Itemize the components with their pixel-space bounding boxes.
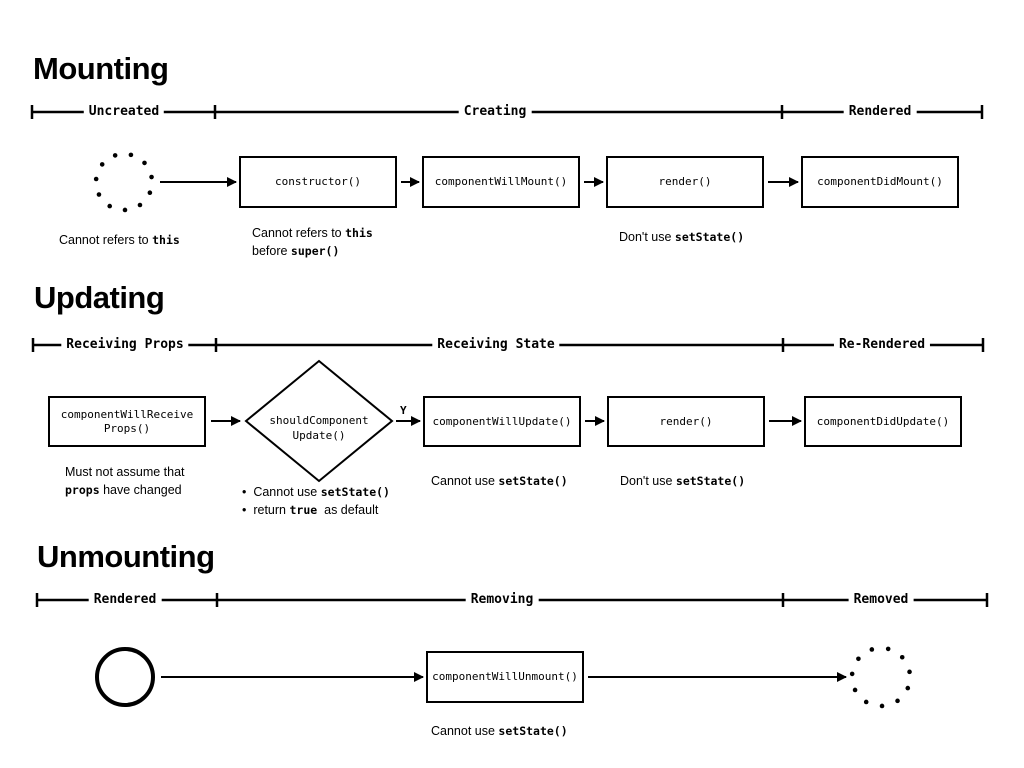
dot — [905, 685, 911, 691]
removed-dotted-circle-icon — [849, 646, 912, 709]
dot — [93, 176, 99, 182]
should-update-note-1: • Cannot use setState() — [242, 485, 390, 499]
dot — [852, 687, 858, 693]
constructor-box: constructor() — [239, 156, 397, 208]
dot — [142, 160, 147, 166]
will-update-note: Cannot use setState() — [431, 474, 568, 488]
phase-creating: Creating — [458, 104, 532, 120]
dot — [96, 192, 102, 197]
unmounting-title: Unmounting — [37, 539, 215, 574]
dot — [879, 703, 885, 709]
dot — [107, 203, 113, 209]
phase-receiving-props: Receiving Props — [61, 337, 189, 353]
dot — [137, 202, 143, 208]
uncreated-note: Cannot refers to this — [59, 233, 180, 247]
dot — [122, 207, 128, 213]
render-box: render() — [606, 156, 764, 208]
rendered-circle-icon — [95, 647, 155, 707]
dot — [147, 190, 153, 196]
component-will-unmount-box: componentWillUnmount() — [426, 651, 584, 703]
render-update-note: Don't use setState() — [620, 474, 746, 488]
phase-rendered: Rendered — [843, 104, 917, 120]
phase-rendered-unmount: Rendered — [88, 592, 162, 608]
component-will-mount-box: componentWillMount() — [422, 156, 580, 208]
dot — [128, 152, 134, 158]
dot — [112, 153, 118, 158]
component-will-update-box: componentWillUpdate() — [423, 396, 581, 447]
render-box-update: render() — [607, 396, 765, 447]
mounting-title: Mounting — [33, 51, 169, 86]
dot — [907, 669, 912, 675]
phase-removed: Removed — [848, 592, 914, 608]
component-did-mount-box: componentDidMount() — [801, 156, 959, 208]
dot — [895, 698, 900, 704]
constructor-note: Cannot refers to this before super() — [252, 226, 373, 258]
phase-removing: Removing — [465, 592, 539, 608]
yes-label: Y — [400, 404, 407, 417]
dot — [869, 647, 875, 652]
unmount-note: Cannot use setState() — [431, 724, 568, 738]
should-update-diamond — [244, 359, 394, 483]
dot — [863, 699, 869, 705]
dot — [849, 671, 855, 677]
should-update-note-2: • return true as default — [242, 503, 379, 517]
updating-title: Updating — [34, 280, 165, 315]
uncreated-dotted-circle-icon — [93, 152, 154, 213]
props-note: Must not assume that props have changed — [65, 465, 185, 497]
phase-uncreated: Uncreated — [83, 104, 165, 120]
phase-re-rendered: Re-Rendered — [833, 337, 931, 353]
phase-receiving-state: Receiving State — [432, 337, 560, 353]
dot — [149, 174, 154, 180]
dot — [856, 656, 861, 662]
dot — [899, 654, 905, 660]
dot — [885, 646, 891, 652]
component-did-update-box: componentDidUpdate() — [804, 396, 962, 447]
render-note: Don't use setState() — [619, 230, 745, 244]
dot — [99, 162, 105, 167]
